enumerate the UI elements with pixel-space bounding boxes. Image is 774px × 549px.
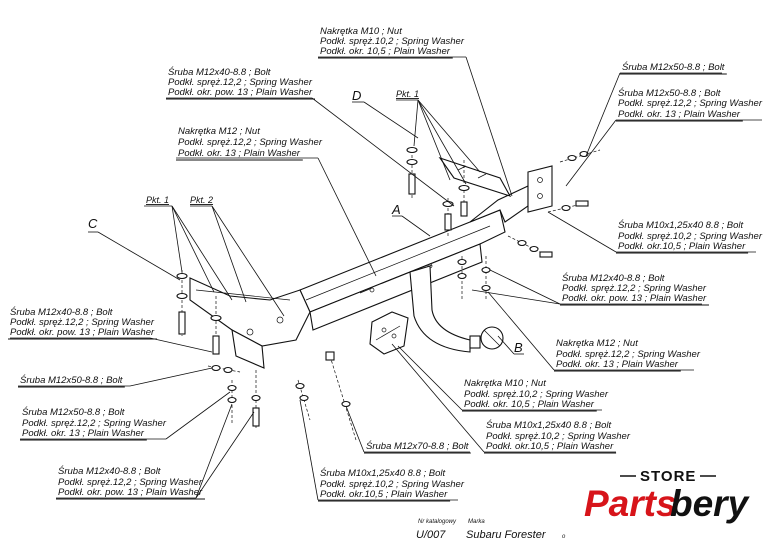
callout-line: Podkł. spręż.12,2 ; Spring Washer — [22, 418, 167, 429]
callout-bolt-m12x50-leftlow: Śruba M12x50-8.8 ; Bolt Podkł. spręż.12,… — [20, 406, 167, 441]
callout-line: Podkł. okr. pow. 13 ; Plain Washer — [10, 327, 155, 338]
callout-line: Podkł. spręż.10,2 ; Spring Washer — [320, 479, 465, 490]
callout-line: Nakrętka M12 ; Nut — [178, 126, 260, 137]
socket-plate — [369, 311, 409, 355]
callout-line: Podkł. okr. 13 ; Plain Washer — [178, 148, 301, 159]
logo-store-text: STORE — [640, 468, 696, 485]
callout-line: Śruba M12x50-8.8 ; Bolt — [622, 61, 725, 73]
reference-pkt2-left: Pkt. 2 — [190, 195, 213, 205]
catalog-number: U/007 — [416, 529, 446, 541]
right-side-bracket — [438, 156, 553, 223]
callout-line: Śruba M10x1,25x40 8.8 ; Bolt — [486, 419, 612, 431]
callout-bolt-m10x125x40-right: Śruba M10x1,25x40 8.8 ; Bolt Podkł. sprę… — [616, 219, 763, 254]
callout-line: Podkł. spręż.12,2 ; Spring Washer — [58, 477, 203, 488]
callout-line: Podkł. okr. pow. 13 ; Plain Washer — [58, 487, 203, 498]
towbar-assembly-drawing — [10, 56, 762, 501]
callout-bolt-m12x40-top: Śruba M12x40-8.8 ; Bolt Podkł. spręż.12,… — [166, 66, 315, 100]
callout-line: Śruba M10x1,25x40 8.8 ; Bolt — [320, 467, 446, 479]
callout-bolt-m12x50-right: Śruba M12x50-8.8 ; Bolt Podkł. spręż.12,… — [616, 87, 763, 122]
callout-nut-m12-top: Nakrętka M12 ; Nut Podkł. spręż.12,2 ; S… — [176, 126, 323, 161]
catalog-number-label: Nr katalogowy — [418, 519, 457, 525]
callout-bolt-m12x50-left: Śruba M12x50-8.8 ; Bolt — [18, 374, 125, 388]
callout-line: Śruba M12x40-8.8 ; Bolt — [168, 66, 271, 78]
partsbery-logo: STORE Parts bery — [584, 468, 751, 524]
fastener-set-center — [295, 256, 491, 441]
callout-line: Śruba M12x40-8.8 ; Bolt — [10, 306, 113, 318]
callout-line: Podkł. spręż.10,2 ; Spring Washer — [464, 389, 609, 400]
callout-line: Podkł. okr. 13 ; Plain Washer — [22, 428, 145, 439]
catalog-footer: Nr katalogowy U/007 Marka Subaru Foreste… — [416, 519, 566, 541]
callout-line: Podkł. okr. 10,5 ; Plain Washer — [320, 46, 451, 57]
fastener-set-top — [406, 146, 470, 236]
reference-letter-b: B — [514, 340, 523, 355]
callout-bolt-m12x40-midright: Śruba M12x40-8.8 ; Bolt Podkł. spręż.12,… — [560, 272, 709, 306]
callout-line: Śruba M12x40-8.8 ; Bolt — [58, 465, 161, 477]
callout-nut-m10-top: Nakrętka M10 ; Nut Podkł. spręż.10,2 ; S… — [318, 26, 465, 59]
reference-pkt1-left: Pkt. 1 — [146, 195, 169, 205]
callout-bolt-m10x125x40-centerlow: Śruba M10x1,25x40 8.8 ; Bolt Podkł. sprę… — [484, 419, 631, 454]
left-side-bracket — [189, 277, 311, 369]
callout-nut-m10-center: Nakrętka M10 ; Nut Podkł. spręż.10,2 ; S… — [462, 378, 609, 412]
callout-bolt-m12x70: Śruba M12x70-8.8 ; Bolt — [364, 440, 471, 454]
logo-bery-text: bery — [670, 483, 751, 524]
fastener-set-left — [176, 270, 261, 430]
callout-line: Podkł. okr.10,5 ; Plain Washer — [320, 489, 448, 500]
callout-line: Podkł. spręż.10,2 ; Spring Washer — [618, 231, 763, 242]
callout-line: Śruba M12x50-8.8 ; Bolt — [20, 374, 123, 386]
callout-line: Śruba M12x40-8.8 ; Bolt — [562, 272, 665, 284]
callout-line: Podkł. spręż.10,2 ; Spring Washer — [320, 36, 465, 47]
callout-line: Podkł. okr. 13 ; Plain Washer — [556, 359, 679, 370]
callout-bolt-m12x40-bottomleft: Śruba M12x40-8.8 ; Bolt Podkł. spręż.12,… — [56, 465, 205, 500]
callout-line: Podkł. okr. 13 ; Plain Washer — [618, 109, 741, 120]
callout-line: Nakrętka M10 ; Nut — [464, 378, 546, 389]
callout-line: Śruba M10x1,25x40 8.8 ; Bolt — [618, 219, 744, 231]
callout-line: Śruba M12x70-8.8 ; Bolt — [366, 440, 469, 452]
callout-bolt-m10x125x40-bottom: Śruba M10x1,25x40 8.8 ; Bolt Podkł. sprę… — [318, 467, 465, 502]
callout-line: Śruba M12x50-8.8 ; Bolt — [22, 406, 125, 418]
reference-letter-a: A — [391, 202, 401, 217]
trailing-text: o — [562, 534, 566, 540]
callout-line: Nakrętka M10 ; Nut — [320, 26, 402, 37]
make-label: Marka — [468, 519, 485, 525]
callout-labels: Nakrętka M10 ; Nut Podkł. spręż.10,2 ; S… — [8, 26, 763, 502]
leader-lines — [10, 56, 762, 501]
callout-line: Podkł. spręż.12,2 ; Spring Washer — [10, 317, 155, 328]
callout-line: Podkł. spręż.12,2 ; Spring Washer — [562, 283, 707, 294]
reference-markers: D Pkt. 1 A B C Pkt. 1 Pkt. 2 — [88, 88, 523, 355]
callout-line: Podkł. okr. 10,5 ; Plain Washer — [464, 399, 595, 410]
callout-bolt-m12x50-topright: Śruba M12x50-8.8 ; Bolt — [620, 61, 727, 75]
reference-letter-c: C — [88, 216, 98, 231]
callout-line: Śruba M12x50-8.8 ; Bolt — [618, 87, 721, 99]
callout-line: Podkł. spręż.12,2 ; Spring Washer — [178, 137, 323, 148]
callout-nut-m12-right: Nakrętka M12 ; Nut Podkł. spręż.12,2 ; S… — [554, 338, 701, 372]
reference-pkt1-top: Pkt. 1 — [396, 89, 419, 99]
callout-bolt-m12x40-left: Śruba M12x40-8.8 ; Bolt Podkł. spręż.12,… — [8, 306, 157, 340]
callout-line: Podkł. okr.10,5 ; Plain Washer — [618, 241, 746, 252]
reference-letter-d: D — [352, 88, 361, 103]
callout-line: Nakrętka M12 ; Nut — [556, 338, 638, 349]
callout-line: Podkł. okr.10,5 ; Plain Washer — [486, 441, 614, 452]
make-value: Subaru Forester — [466, 529, 547, 541]
callout-line: Podkł. spręż.12,2 ; Spring Washer — [168, 77, 313, 88]
logo-parts-text: Parts — [584, 483, 677, 524]
callout-line: Podkł. spręż.10,2 ; Spring Washer — [486, 431, 631, 442]
callout-line: Podkł. okr. pow. 13 ; Plain Washer — [168, 87, 313, 98]
callout-line: Podkł. spręż.12,2 ; Spring Washer — [556, 349, 701, 360]
main-crossbeam — [299, 209, 506, 331]
towball-neck — [409, 265, 504, 353]
fastener-set-right — [507, 149, 601, 258]
callout-line: Podkł. okr. pow. 13 ; Plain Washer — [562, 293, 707, 304]
callout-line: Podkł. spręż.12,2 ; Spring Washer — [618, 98, 763, 109]
